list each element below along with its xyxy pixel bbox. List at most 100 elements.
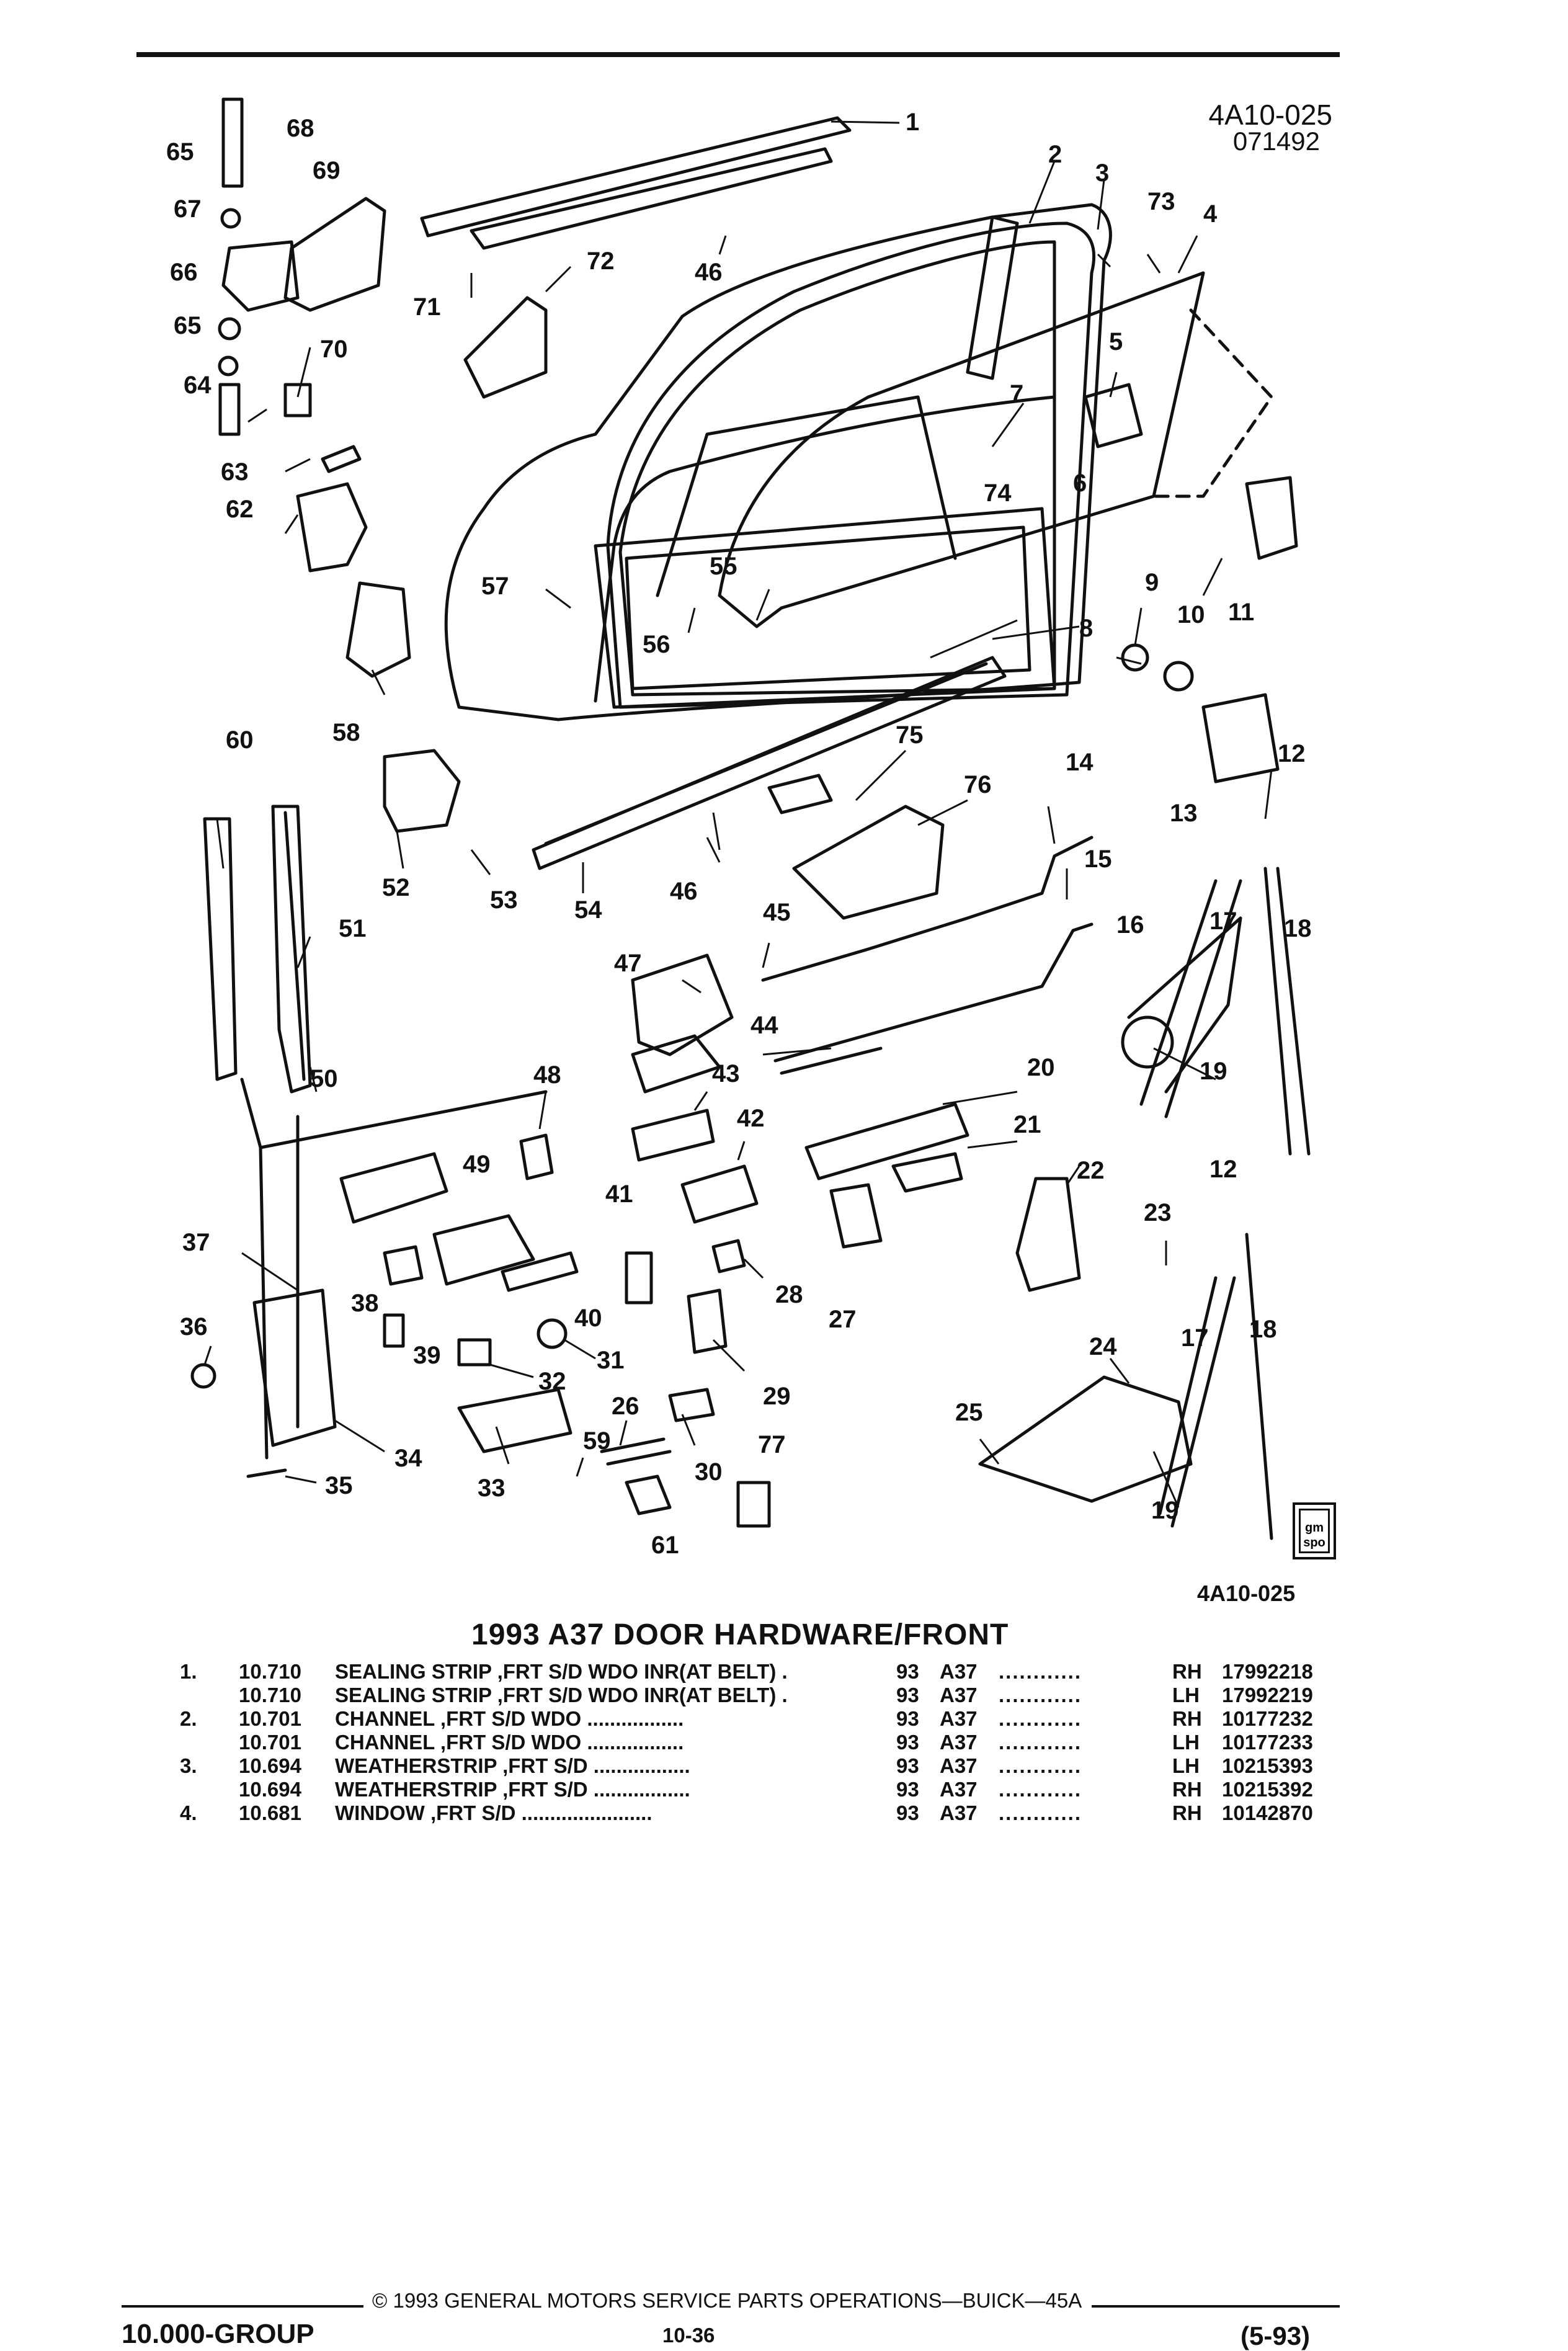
group-number: 10.710: [239, 1660, 301, 1683]
item-number: 4.: [180, 1801, 197, 1824]
callout-2: 2: [1048, 141, 1062, 168]
parts-row: 10.694 WEATHERSTRIP ,FRT S/D ...........…: [180, 1778, 1346, 1801]
callout-73: 73: [1147, 188, 1175, 215]
callout-63: 63: [221, 458, 249, 486]
group-number: 10.701: [239, 1731, 301, 1754]
part-window-glass: [718, 271, 1205, 628]
callout-5: 5: [1109, 328, 1123, 355]
group-label: 10.000-GROUP: [122, 2319, 314, 2349]
callout-67: 67: [174, 195, 202, 223]
part-description: WEATHERSTRIP ,FRT S/D .................: [335, 1754, 690, 1777]
callout-66: 66: [170, 259, 198, 286]
part-22: [1015, 1177, 1081, 1292]
item-number: 3.: [180, 1754, 197, 1777]
group-number: 10.701: [239, 1707, 301, 1730]
model-code: A37: [940, 1731, 978, 1754]
part-door-trim: [240, 1077, 548, 1460]
part-latch-47: [631, 953, 734, 1056]
part-sealing-strip: [420, 116, 852, 250]
callout-41: 41: [605, 1180, 633, 1208]
part-39: [383, 1245, 424, 1286]
part-number: 17992218: [1222, 1660, 1313, 1683]
callout-61: 61: [651, 1532, 679, 1559]
top-rule: [136, 52, 1340, 57]
callout-17: 17: [1209, 908, 1237, 935]
footer-rule-left: [122, 2305, 363, 2308]
callout-23: 23: [1144, 1199, 1172, 1226]
part-30: [668, 1388, 715, 1422]
part-regulator-lower: [978, 1375, 1193, 1503]
part-number: 10215393: [1222, 1754, 1313, 1777]
side: LH: [1172, 1754, 1200, 1777]
callout-18b: 18: [1249, 1316, 1277, 1343]
callout-54: 54: [574, 896, 602, 924]
parts-list: 1. 10.710 SEALING STRIP ,FRT S/D WDO INR…: [180, 1660, 1346, 1825]
part-20: [804, 1102, 969, 1180]
group-number: 10.694: [239, 1754, 301, 1777]
parts-row: 1. 10.710 SEALING STRIP ,FRT S/D WDO INR…: [180, 1660, 1346, 1684]
callout-68: 68: [287, 115, 314, 142]
part-weatherstrip: [606, 221, 1096, 709]
model-code: A37: [940, 1801, 978, 1824]
figure-caption: 4A10-025: [1197, 1581, 1296, 1606]
part-spring-41: [625, 1251, 653, 1305]
part-77: [736, 1481, 771, 1528]
callout-64: 64: [184, 372, 212, 399]
callout-75: 75: [896, 721, 924, 749]
callout-62: 62: [226, 496, 254, 523]
leader-dots: ............: [999, 1660, 1082, 1683]
side: RH: [1172, 1660, 1202, 1683]
callout-11: 11: [1228, 599, 1254, 626]
footer-rule-right: [1092, 2305, 1340, 2308]
callout-16: 16: [1116, 911, 1144, 939]
part-description: CHANNEL ,FRT S/D WDO .................: [335, 1731, 684, 1754]
part-27: [829, 1183, 883, 1249]
callout-77: 77: [758, 1431, 786, 1458]
group-number: 10.710: [239, 1684, 301, 1706]
model-year: 93: [896, 1707, 919, 1730]
part-72-bracket: [463, 296, 548, 399]
part-32: [457, 1338, 492, 1367]
callout-55: 55: [710, 553, 737, 580]
part-21: [891, 1152, 963, 1193]
part-26: [600, 1437, 672, 1466]
callout-1: 1: [906, 109, 919, 136]
part-run-channel-51: [271, 805, 312, 1094]
callout-44: 44: [751, 1012, 778, 1039]
part-run-channel-60: [203, 817, 238, 1081]
callout-51: 51: [339, 915, 367, 942]
part-description: SEALING STRIP ,FRT S/D WDO INR(AT BELT) …: [335, 1684, 788, 1706]
part-33: [457, 1388, 572, 1453]
callout-3: 3: [1095, 159, 1109, 187]
callout-15: 15: [1084, 845, 1112, 873]
model-year: 93: [896, 1731, 919, 1754]
callout-42: 42: [737, 1105, 765, 1132]
leader-dots: ............: [999, 1707, 1082, 1730]
callout-35: 35: [325, 1472, 353, 1499]
item-number: 1.: [180, 1660, 197, 1683]
part-43: [631, 1109, 715, 1162]
callout-40: 40: [574, 1305, 602, 1332]
callout-6: 6: [1073, 470, 1087, 497]
model-year: 93: [896, 1801, 919, 1824]
callout-47: 47: [614, 950, 642, 977]
callout-13: 13: [1170, 800, 1198, 827]
callout-26: 26: [612, 1393, 639, 1420]
callout-70: 70: [320, 336, 348, 363]
part-door-shell: [444, 203, 1112, 721]
model-code: A37: [940, 1778, 978, 1801]
model-year: 93: [896, 1754, 919, 1777]
part-strip-40: [501, 1251, 579, 1292]
page-title: 1993 A37 DOOR HARDWARE/FRONT: [471, 1618, 1009, 1651]
callout-74: 74: [984, 480, 1012, 507]
part-rod-44: [780, 1046, 883, 1075]
part-description: WEATHERSTRIP ,FRT S/D .................: [335, 1778, 690, 1801]
callout-25: 25: [955, 1399, 983, 1426]
callout-4: 4: [1203, 200, 1218, 228]
group-number: 10.681: [239, 1801, 301, 1824]
callout-65: 65: [166, 138, 194, 166]
callout-48: 48: [533, 1061, 561, 1089]
revision-date: (5-93): [1241, 2321, 1311, 2350]
side: LH: [1172, 1684, 1200, 1706]
part-5: [1084, 383, 1143, 448]
